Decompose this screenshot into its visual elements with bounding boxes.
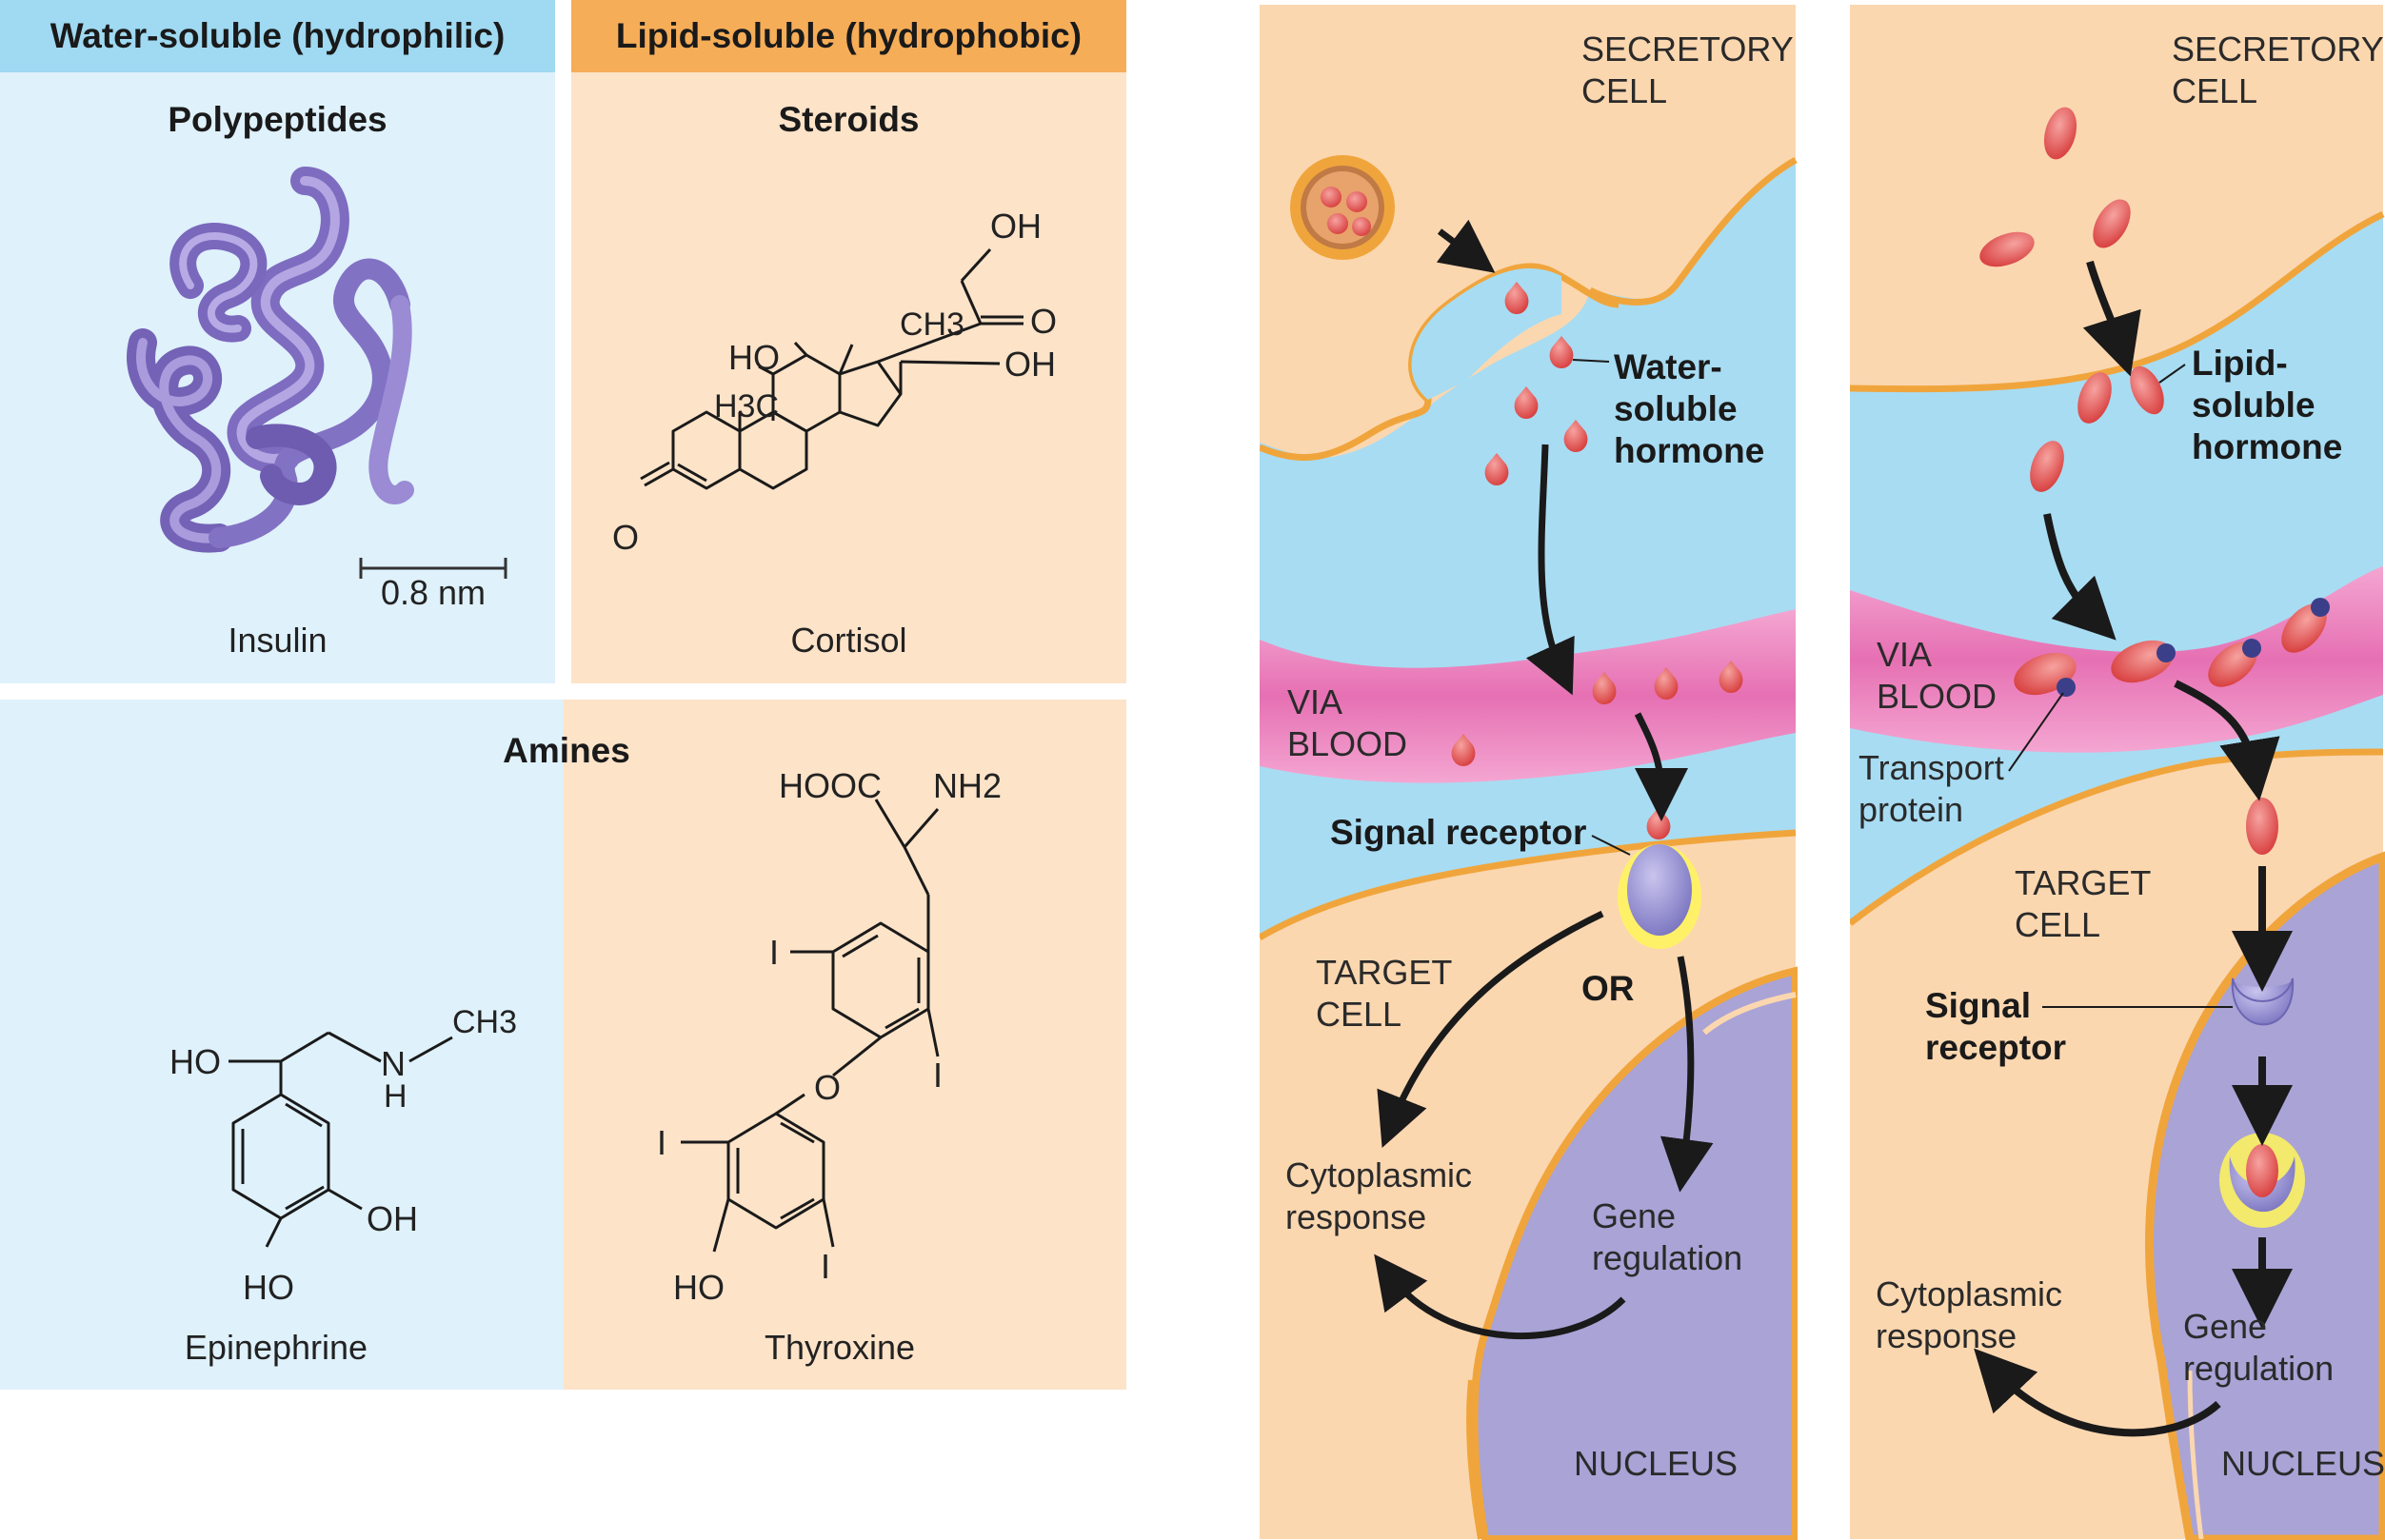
cortisol-oh-right: OH <box>1004 345 1056 384</box>
lipid-panel-secretory-cell-label: SECRETORY CELL <box>2172 30 2384 110</box>
cortisol-ch3: CH3 <box>900 306 964 343</box>
water-panel-target-cell-label: TARGET CELL <box>1316 953 1453 1034</box>
cortisol-keto-o: O <box>1030 302 1057 341</box>
epinephrine-structure: HO N H CH3 OH HO <box>169 1004 517 1307</box>
transport-protein-label: Transport protein <box>1858 748 2004 829</box>
or-label: OR <box>1581 969 1635 1008</box>
amines-lipid-cell <box>564 700 1126 1390</box>
cortisol-structure: OH CH3 O OH HO H3C O <box>612 207 1057 557</box>
thyroxine-caption: Thyroxine <box>764 1328 916 1367</box>
thyroxine-i1: I <box>769 933 779 972</box>
water-panel-secretory-cell-label: SECRETORY CELL <box>1581 30 1794 110</box>
epinephrine-caption: Epinephrine <box>184 1328 368 1367</box>
thyroxine-nh2: NH2 <box>933 766 1002 805</box>
epinephrine-oh-ring: OH <box>367 1199 418 1238</box>
lipid-soluble-hormone-label: Lipid- soluble hormone <box>2192 344 2343 466</box>
lipid-pathway-illustration <box>1850 5 2385 1540</box>
steroids-cell <box>571 0 1126 683</box>
lipid-panel-nucleus-label: NUCLEUS <box>2221 1444 2385 1483</box>
epinephrine-ho-chain: HO <box>169 1042 221 1081</box>
steroids-title: Steroids <box>778 100 920 139</box>
lipid-panel-cytoplasmic-response-label: Cytoplasmic response <box>1876 1274 2063 1355</box>
epinephrine-h: H <box>384 1078 407 1115</box>
thyroxine-i3: I <box>657 1123 666 1162</box>
cortisol-h3c: H3C <box>714 388 779 424</box>
water-panel-cytoplasmic-response-label: Cytoplasmic response <box>1285 1155 1473 1236</box>
cortisol-oh-top: OH <box>990 207 1042 246</box>
cortisol-caption: Cortisol <box>790 621 907 660</box>
cortisol-ring-o: O <box>612 518 639 557</box>
water-soluble-header: Water-soluble (hydrophilic) <box>0 0 555 72</box>
thyroxine-ho: HO <box>673 1268 725 1307</box>
lipid-panel-signal-receptor-label: Signal receptor <box>1925 986 2067 1067</box>
amines-title: Amines <box>503 731 630 770</box>
insulin-caption: Insulin <box>228 621 328 660</box>
epinephrine-n: N <box>381 1044 406 1083</box>
thyroxine-hooc: HOOC <box>779 766 882 805</box>
lipid-panel-gene-regulation-label: Gene regulation <box>2183 1307 2335 1388</box>
water-panel-nucleus-label: NUCLEUS <box>1574 1444 1739 1483</box>
water-pathway-illustration <box>1260 5 1798 1540</box>
epinephrine-ho-ring: HO <box>243 1268 294 1307</box>
scale-bar <box>359 558 507 579</box>
water-panel-gene-regulation-label: Gene regulation <box>1592 1196 1743 1277</box>
cortisol-ho: HO <box>728 338 780 377</box>
epinephrine-ch3: CH3 <box>452 1004 517 1040</box>
polypeptides-title: Polypeptides <box>168 100 388 139</box>
scale-bar-label: 0.8 nm <box>380 573 487 612</box>
water-soluble-hormone-label: Water- soluble hormone <box>1614 347 1765 470</box>
lipid-soluble-header: Lipid-soluble (hydrophobic) <box>571 0 1126 72</box>
water-panel-signal-receptor-label: Signal receptor <box>1330 813 1587 852</box>
thyroxine-i2: I <box>933 1056 943 1095</box>
lipid-panel-via-blood-label: VIA BLOOD <box>1877 635 1997 716</box>
amines-water-cell <box>0 700 564 1390</box>
thyroxine-o: O <box>814 1068 841 1107</box>
lipid-panel-target-cell-label: TARGET CELL <box>2015 863 2152 944</box>
thyroxine-i4: I <box>821 1247 830 1286</box>
thyroxine-structure: HOOC NH2 I I O I I HO <box>657 766 1002 1307</box>
insulin-ribbon-illustration <box>127 167 414 553</box>
water-panel-via-blood-label: VIA BLOOD <box>1287 682 1408 763</box>
